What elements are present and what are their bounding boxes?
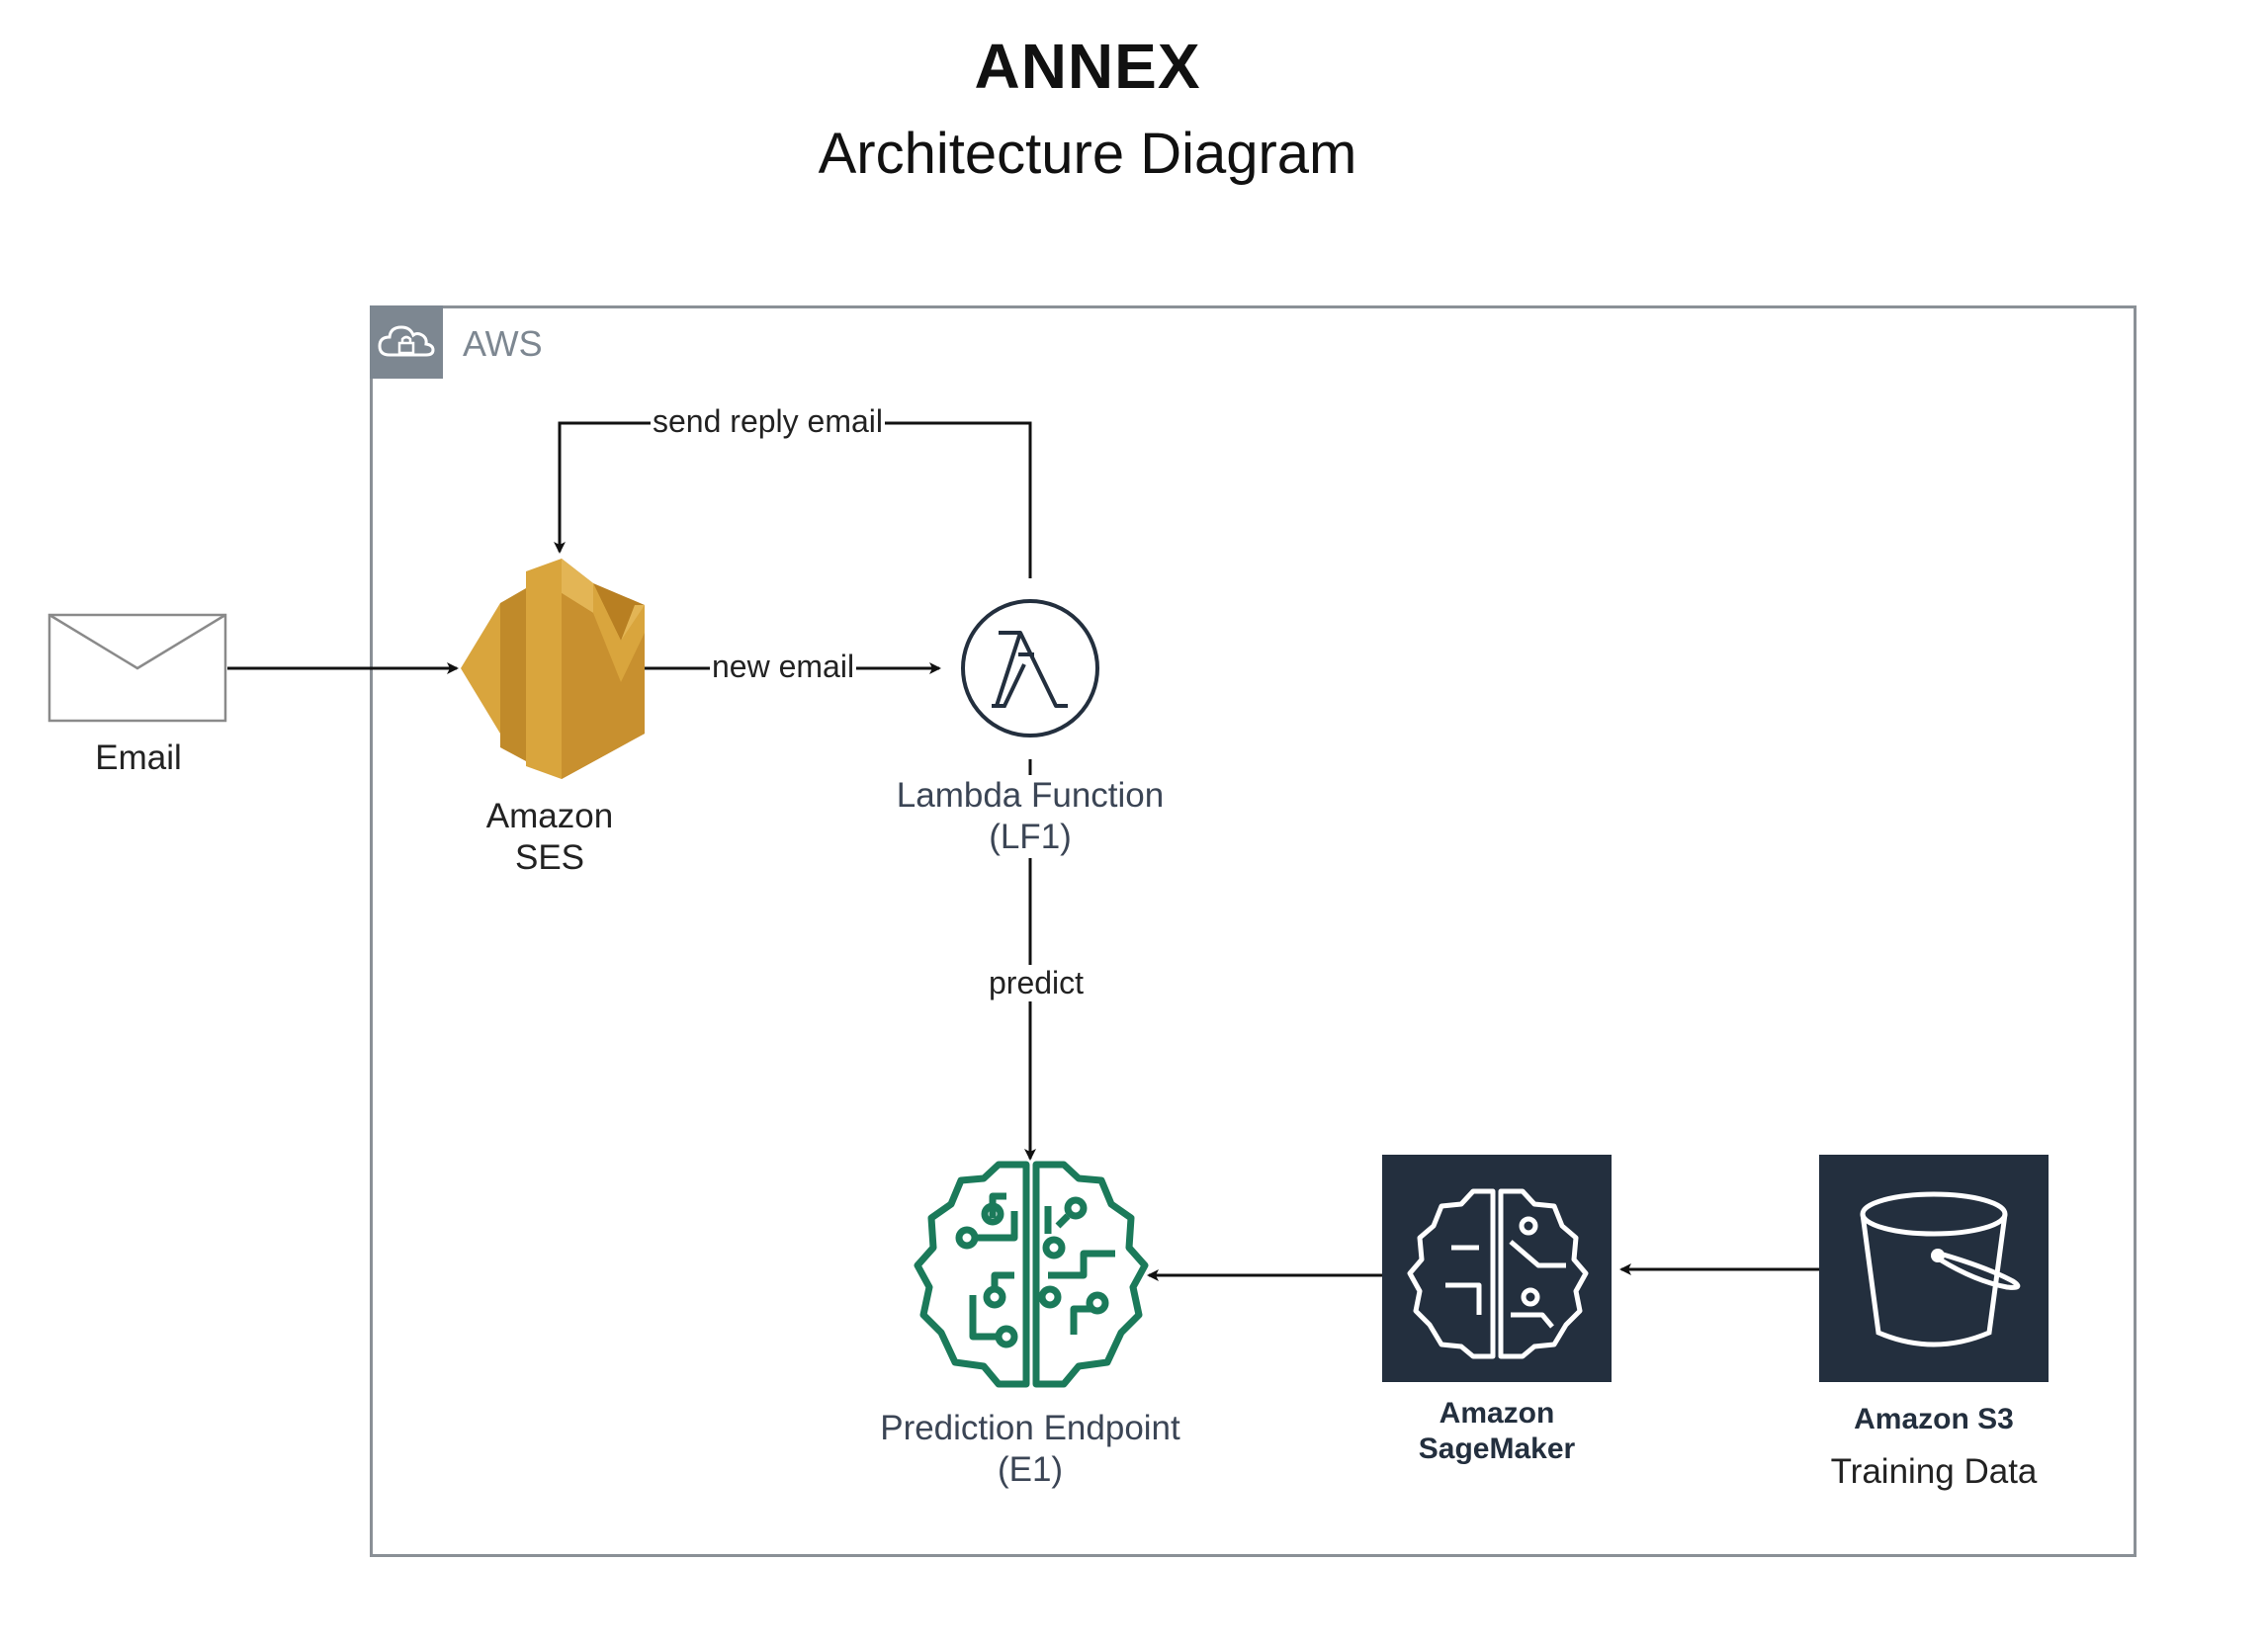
- lambda-label-line2: (LF1): [989, 818, 1072, 856]
- ses-label-line2: SES: [514, 838, 585, 877]
- edge-label-send-reply: send reply email: [651, 403, 885, 440]
- edge-lambda-to-ses-reply: [554, 421, 1032, 578]
- s3-bucket-icon: [1819, 1155, 2049, 1382]
- lambda-icon: [961, 599, 1099, 738]
- s3-caption: Training Data: [1795, 1451, 2072, 1493]
- envelope-icon: [47, 613, 227, 723]
- brain-circuit-icon: [914, 1161, 1149, 1388]
- aws-group-badge: [370, 305, 443, 379]
- sagemaker-label: Amazon SageMaker: [1388, 1396, 1606, 1467]
- lambda-label-line1: Lambda Function: [896, 776, 1165, 815]
- aws-group-label: AWS: [463, 323, 543, 364]
- lambda-label: Lambda Function (LF1): [872, 775, 1188, 858]
- edge-label-new-email: new email: [710, 649, 857, 685]
- sagemaker-icon: [1382, 1155, 1612, 1382]
- ses-label: Amazon SES: [451, 796, 649, 879]
- email-label: Email: [59, 738, 218, 779]
- edge-label-predict: predict: [987, 965, 1087, 1001]
- page-title: ANNEX: [974, 31, 1201, 102]
- s3-label: Amazon S3: [1815, 1402, 2052, 1437]
- page-subtitle: Architecture Diagram: [818, 122, 1357, 186]
- cloud-lock-icon: [378, 325, 435, 357]
- endpoint-label-line2: (E1): [997, 1450, 1064, 1489]
- endpoint-label-line1: Prediction Endpoint: [880, 1409, 1180, 1447]
- aws-group-frame: [370, 305, 2137, 1557]
- endpoint-label: Prediction Endpoint (E1): [852, 1408, 1208, 1491]
- amazon-ses-icon: [461, 559, 645, 779]
- sagemaker-label-line1: Amazon: [1439, 1397, 1555, 1430]
- sagemaker-label-line2: SageMaker: [1418, 1432, 1576, 1465]
- ses-label-line1: Amazon: [485, 797, 614, 835]
